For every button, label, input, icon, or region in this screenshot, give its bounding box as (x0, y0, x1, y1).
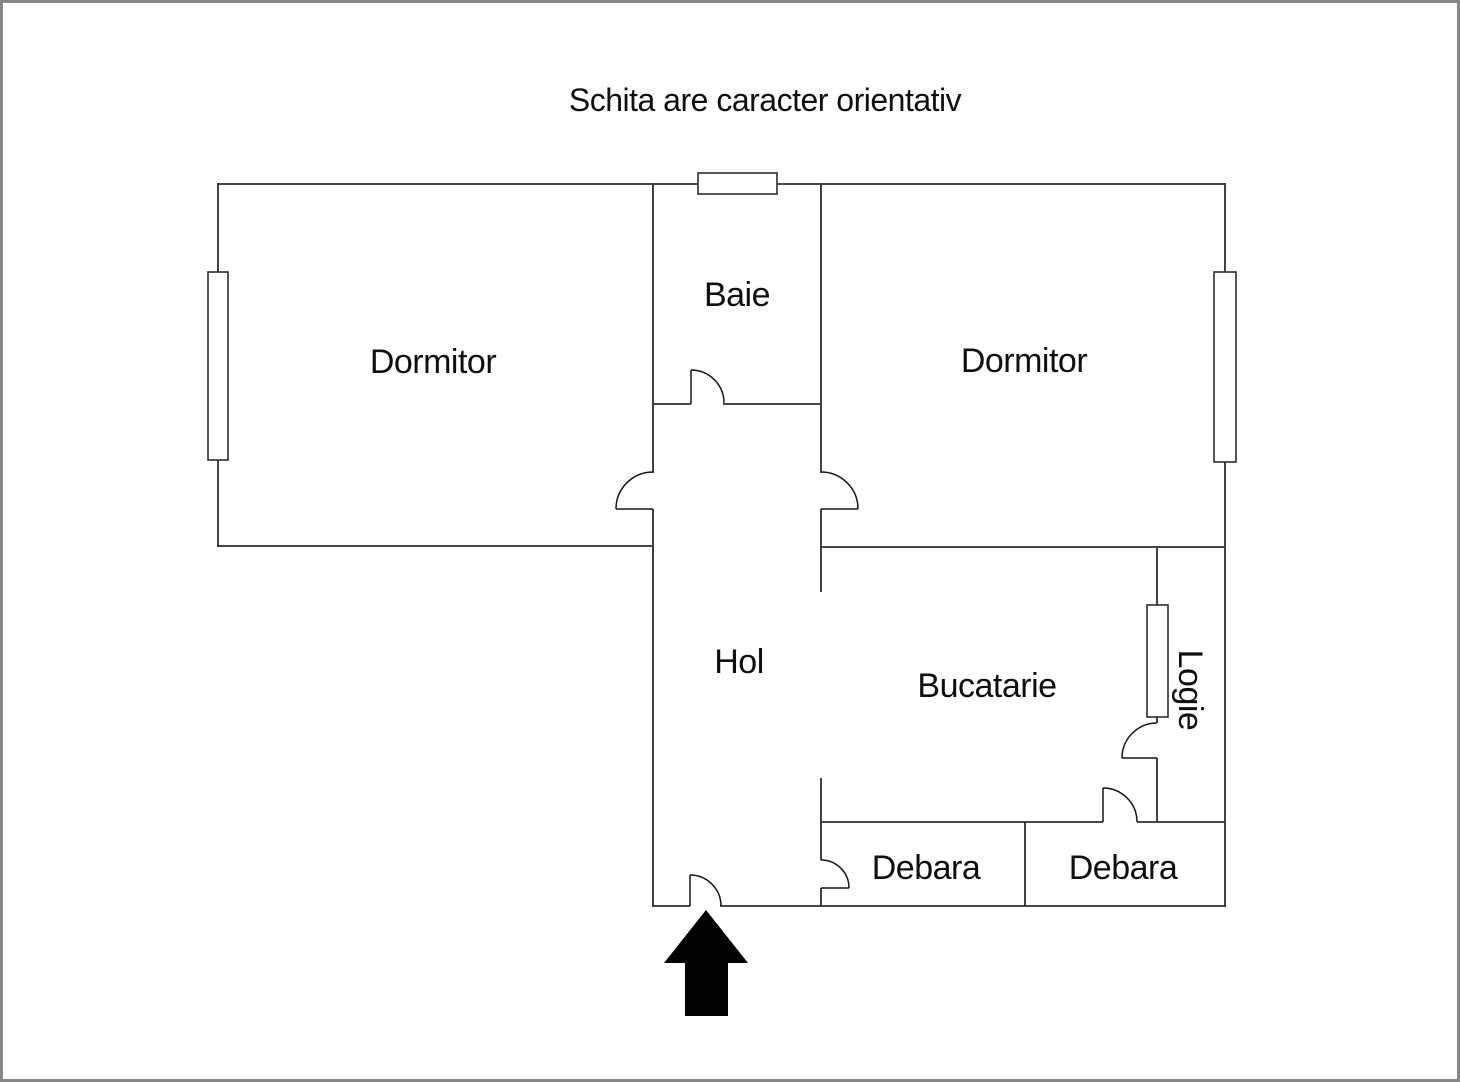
room-label-bucatarie: Bucatarie (917, 667, 1056, 705)
door-debara-1 (820, 859, 850, 889)
door-logie (1121, 722, 1158, 759)
entrance-arrow-icon (664, 910, 748, 1016)
doors (615, 369, 1158, 907)
window-baie (697, 172, 778, 195)
room-label-hol: Hol (714, 643, 764, 681)
page-title: Schita are caracter orientativ (569, 82, 962, 118)
window-logie (1146, 604, 1169, 718)
door-debara-2 (1102, 787, 1138, 823)
room-label-dormitor-right: Dormitor (961, 342, 1088, 380)
door-baie (690, 369, 725, 404)
room-label-dormitor-left: Dormitor (370, 343, 497, 381)
room-label-baie: Baie (704, 276, 770, 314)
room-label-debara-1: Debara (872, 849, 981, 887)
door-entrance (689, 874, 722, 907)
window-dormitor-left (207, 271, 229, 461)
window-dormitor-right (1213, 271, 1237, 463)
door-dormitor-left (615, 471, 654, 510)
room-label-debara-2: Debara (1069, 849, 1178, 887)
windows (207, 172, 1237, 718)
room-label-logie: Logie (1171, 650, 1209, 731)
door-dormitor-right (820, 471, 859, 510)
